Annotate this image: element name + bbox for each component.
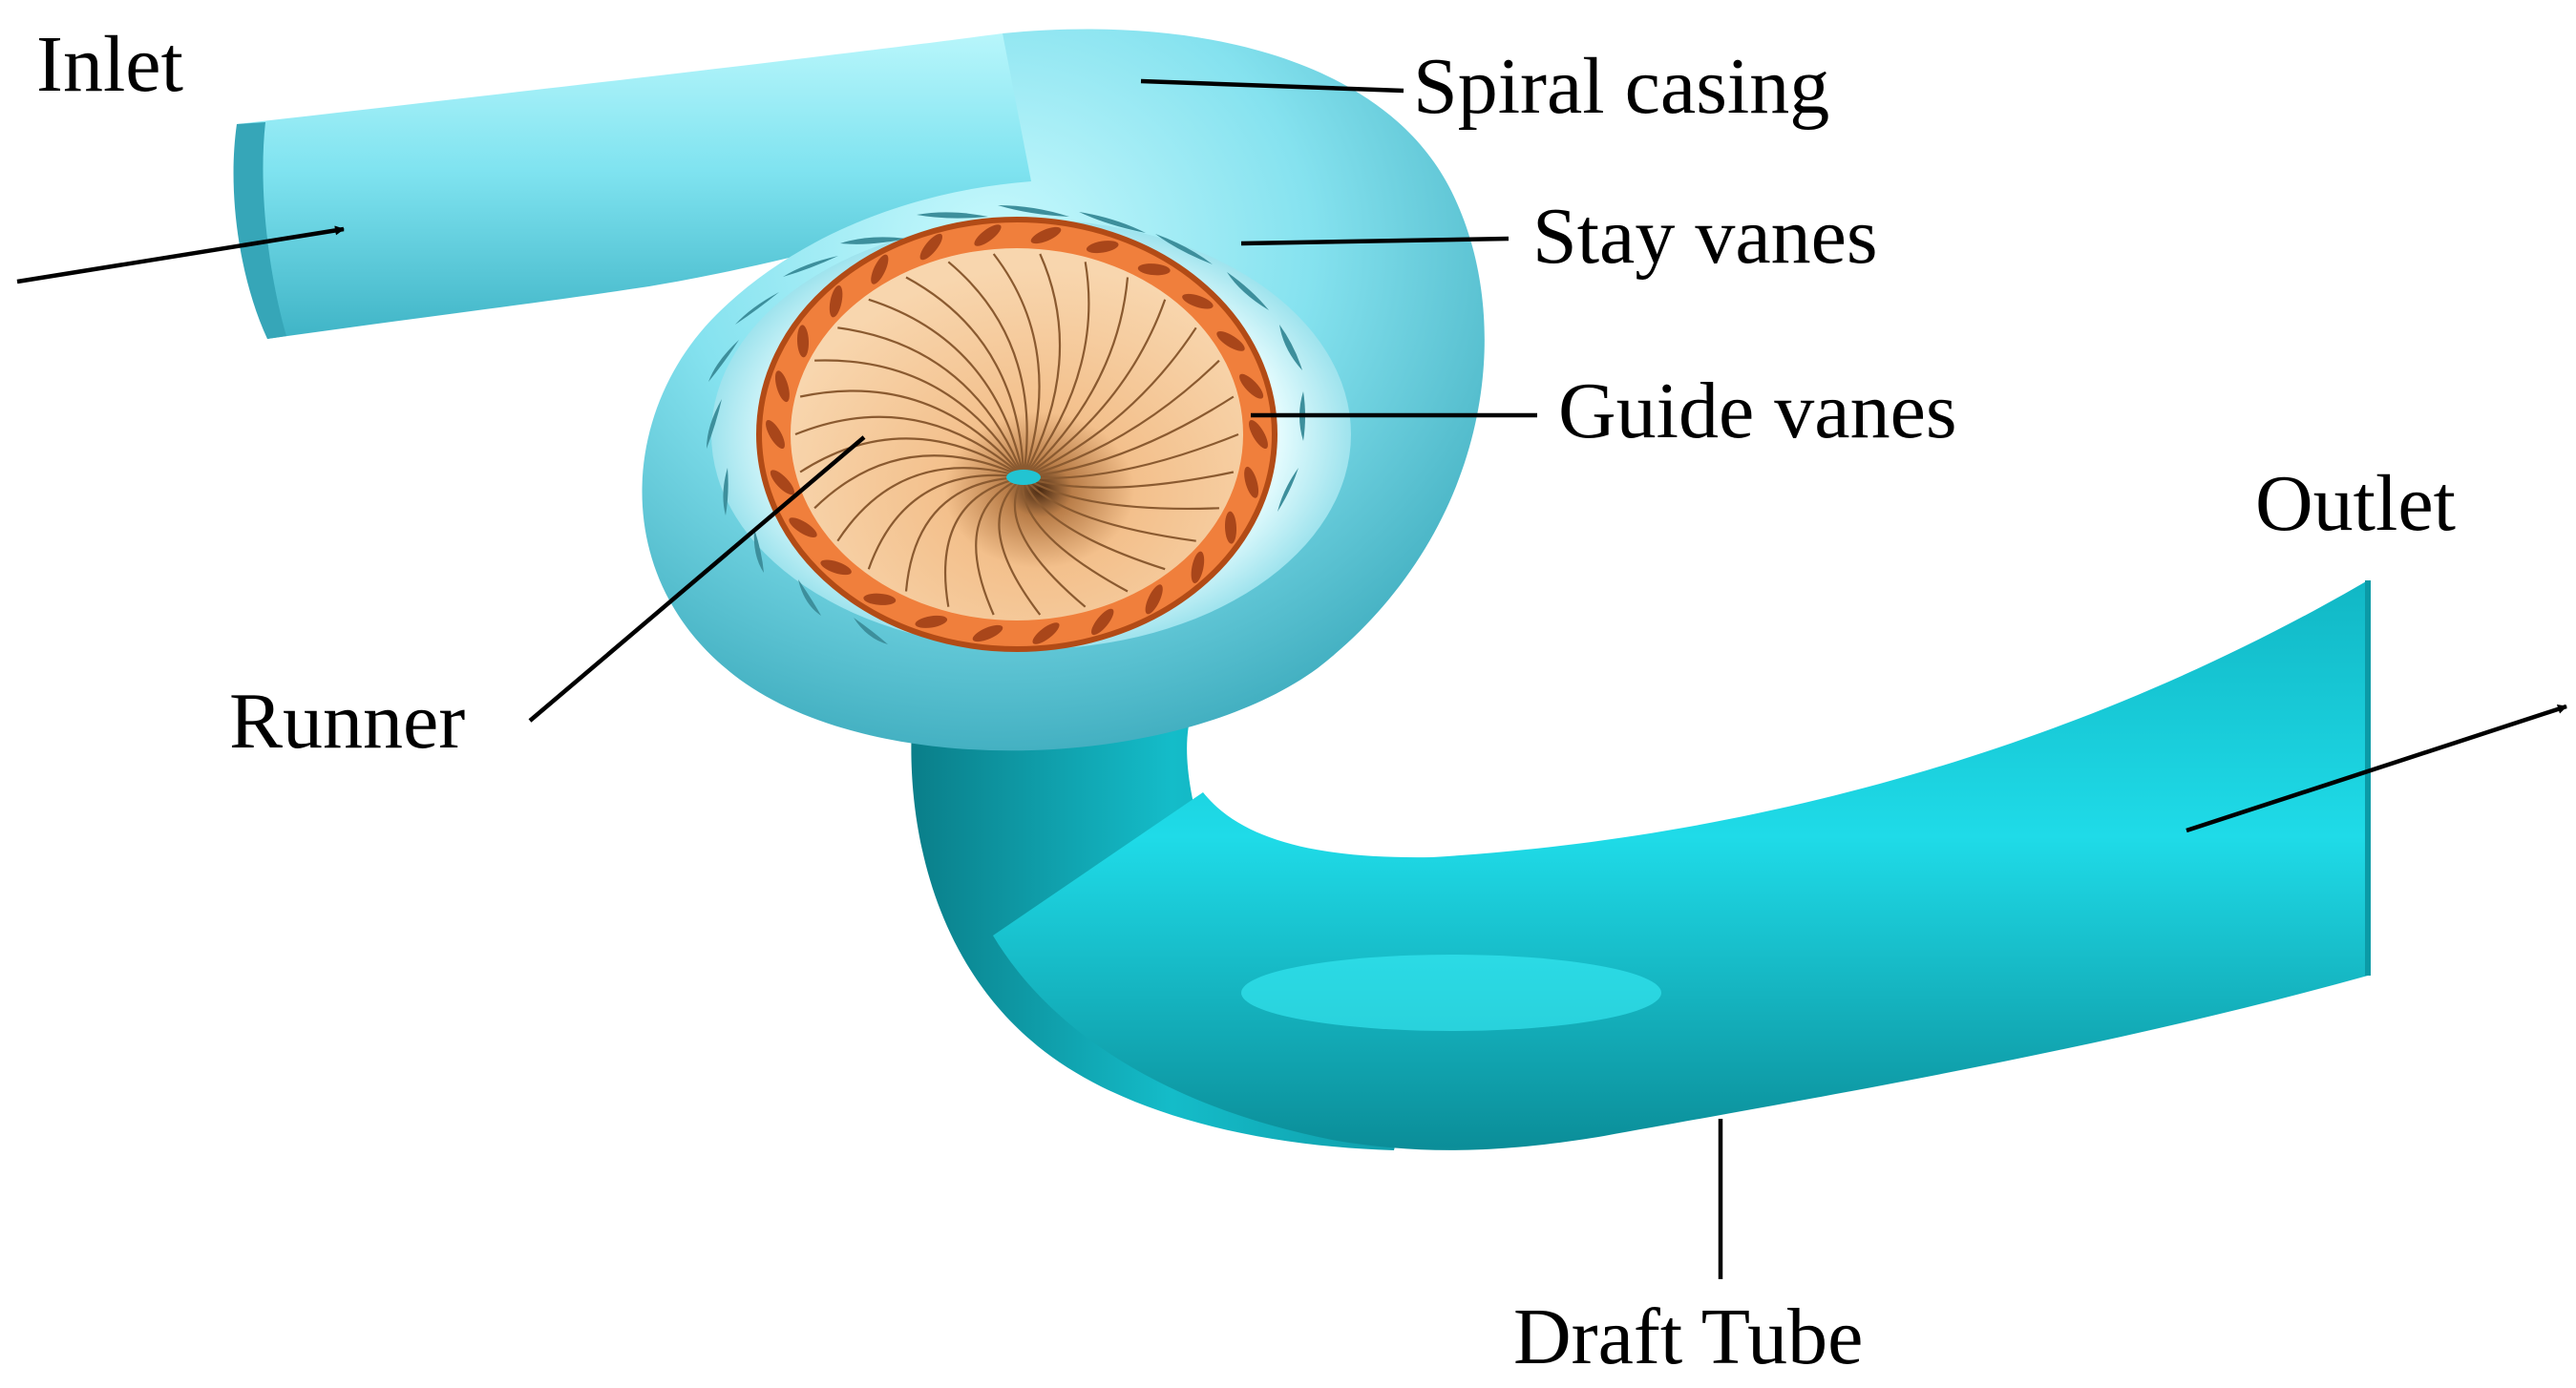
runner-label: Runner <box>229 677 465 766</box>
outlet-flow-arrow <box>2185 704 2567 833</box>
runner-blade <box>868 298 1025 478</box>
guide-vane <box>871 254 889 284</box>
guide-vane <box>1244 466 1259 498</box>
runner-blade <box>1023 395 1235 479</box>
runner-blade <box>799 389 1024 478</box>
guide-vane <box>1182 293 1214 309</box>
guide-vanes-label: Guide vanes <box>1558 367 1957 455</box>
runner-blade <box>1023 299 1167 478</box>
guide-vane <box>1032 622 1060 644</box>
guide-vane <box>789 517 817 538</box>
runner-blade <box>1022 476 1166 571</box>
guide-vane <box>796 325 810 358</box>
runner-blade <box>1013 476 1087 608</box>
runner-blade <box>1023 476 1196 542</box>
runner-blade <box>837 326 1025 478</box>
stay-vanes-label: Stay vanes <box>1532 192 1878 281</box>
runner-blade <box>998 476 1042 616</box>
runner-blade <box>905 276 1025 478</box>
runner-blades <box>794 253 1239 616</box>
draft-tube-highlight <box>1241 955 1661 1031</box>
runner-blade <box>1022 476 1129 593</box>
runner-blade <box>1023 262 1090 478</box>
guide-vane <box>820 559 852 576</box>
runner-blade <box>836 467 1024 542</box>
guide-vanes <box>766 224 1268 644</box>
runner-leader <box>528 435 866 723</box>
stay-vanes-leader <box>1240 236 1510 246</box>
guide-vane <box>766 419 785 450</box>
runner-blade <box>813 454 1024 510</box>
runner <box>791 248 1243 620</box>
runner-blade <box>794 415 1024 478</box>
outlet-label: Outlet <box>2255 459 2456 548</box>
runner-blade <box>1023 253 1062 478</box>
guide-vane <box>829 284 843 318</box>
guide-vane <box>1086 241 1119 254</box>
runner-blade <box>799 437 1024 478</box>
spiral-casing-label: Spiral casing <box>1413 42 1829 131</box>
inlet-face <box>233 122 286 339</box>
draft-tube <box>911 580 2371 1150</box>
draft-tube-label: Draft Tube <box>1513 1293 1863 1381</box>
guide-vane <box>863 593 897 605</box>
guide-vane <box>915 615 948 628</box>
runner-blade <box>947 261 1028 478</box>
runner-blade <box>1023 359 1220 479</box>
runner-hub <box>1006 470 1041 485</box>
runner-blade <box>867 473 1024 570</box>
guide-vane <box>1030 226 1062 244</box>
runner-blade <box>814 359 1024 478</box>
inlet-pipe <box>233 33 1041 339</box>
inlet-flow-arrow <box>16 225 345 284</box>
spiral-casing-leader <box>1140 78 1404 94</box>
guide-vane <box>1249 419 1268 450</box>
stay-vanes <box>707 205 1305 644</box>
guide-vane <box>1216 330 1245 351</box>
guide-vane <box>1145 584 1163 615</box>
runner-face <box>791 248 1243 620</box>
guide-vane <box>1137 263 1171 276</box>
runner-blade <box>1023 432 1239 479</box>
guide-vane <box>1090 608 1114 636</box>
runner-blade <box>1023 277 1130 478</box>
runner-blade <box>975 475 1024 616</box>
guide-vane <box>972 624 1003 642</box>
guide-vane <box>974 224 1002 246</box>
guide-vane <box>1239 373 1264 399</box>
guide-vane <box>1224 511 1237 544</box>
inlet-label: Inlet <box>36 20 183 109</box>
runner-blade <box>992 253 1041 478</box>
runner-blade <box>1023 476 1219 511</box>
guide-vane <box>919 233 943 261</box>
runner-blade <box>944 475 1024 607</box>
guide-vane <box>774 370 790 403</box>
runner-blade <box>904 475 1024 592</box>
guide-vane <box>770 470 794 495</box>
runner-blade <box>1023 326 1197 478</box>
guide-vane <box>1191 551 1205 584</box>
runner-blade <box>1023 471 1235 489</box>
